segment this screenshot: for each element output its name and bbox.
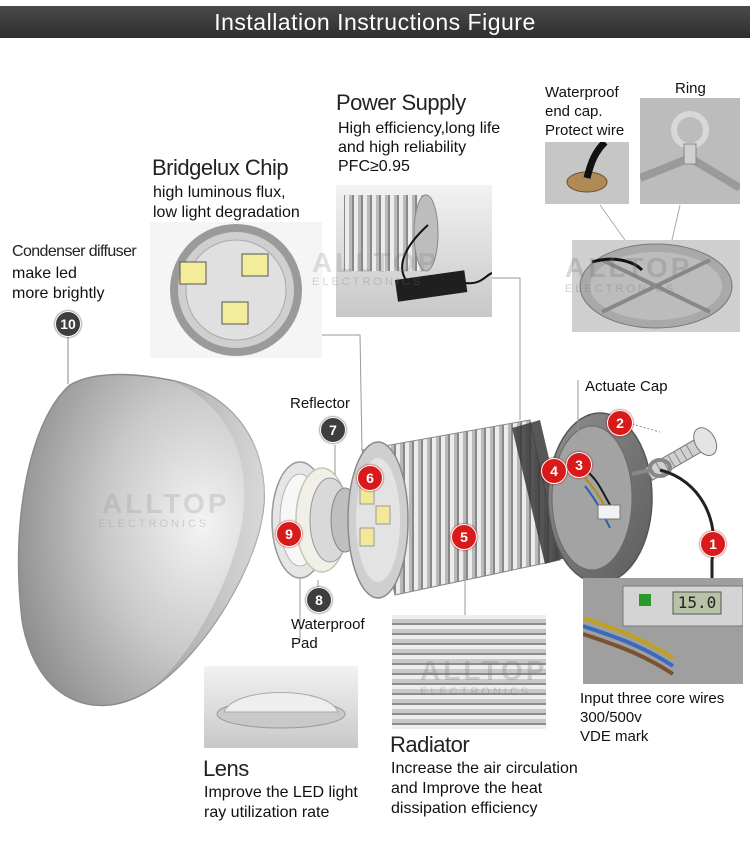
watermark-brand-2: ALLTOP [565,252,693,283]
lens-heading: Lens [203,756,249,781]
lens-line-1: Improve the LED light [204,784,358,801]
chip-line-2: low light degradation [153,204,300,221]
bridgelux-chip-photo [150,222,322,358]
badge-2: 2 [607,410,633,436]
power-supply-line-1: High efficiency,long life [338,120,501,137]
power-supply-heading: Power Supply [336,90,466,115]
power-supply-line-2: and high reliability [338,139,467,156]
endcap-line-2: end cap. [545,103,603,120]
badge-8: 8 [306,587,332,613]
badge-1: 1 [700,531,726,557]
caliper-reading: 15.0 [677,593,717,612]
endcap-line-3: Protect wire [545,122,625,139]
watermark-sub-4: ELECTRONICS [312,276,424,288]
waterproof-pad-line-1: Waterproof [291,616,365,633]
radiator-line-2: and Improve the heat [391,780,543,797]
watermark-sub-3: ELECTRONICS [420,686,532,698]
wires-line-2: 300/500v [580,709,642,726]
radiator-line-1: Increase the air circulation [391,760,578,777]
diffuser-line-1: make led [12,265,77,282]
badge-7: 7 [320,417,346,443]
badge-10: 10 [55,311,81,337]
badge-4: 4 [541,458,567,484]
title-bar [0,6,750,38]
diffuser-heading: Condenser diffuser [12,243,137,260]
lens-line-2: ray utilization rate [204,804,330,821]
chip-heading: Bridgelux Chip [152,155,289,180]
diffuser-line-2: more brightly [12,285,105,302]
power-supply-line-3: PFC≥0.95 [338,158,410,175]
endcap-line-1: Waterproof [545,84,619,101]
watermark-brand-3: ALLTOP [420,655,548,686]
watermark-brand-4: ALLTOP [312,247,440,278]
lens-photo [204,666,358,748]
badge-3: 3 [566,452,592,478]
badge-5: 5 [451,524,477,550]
badge-6: 6 [357,465,383,491]
actuate-cap-heading: Actuate Cap [585,378,668,395]
title-banner: Installation Instructions Figure [0,0,750,44]
waterproof-pad-line-2: Pad [291,635,318,652]
wires-line-3: VDE mark [580,728,649,745]
badge-9: 9 [276,521,302,547]
chip-line-1: high luminous flux, [153,184,286,201]
watermark-sub-1: ELECTRONICS [98,518,210,530]
power-supply-photo [336,185,492,317]
wires-caliper-photo: 15.0 [583,578,743,684]
radiator-heading: Radiator [390,732,470,757]
radiator-photo [392,615,546,729]
watermark-brand-1: ALLTOP [102,488,230,519]
radiator-line-3: dissipation efficiency [391,800,538,817]
ring-photo [640,98,740,204]
wires-line-1: Input three core wires [580,690,725,707]
end-cap-photo [545,142,629,204]
page-title: Installation Instructions Figure [214,9,536,35]
watermark-sub-2: ELECTRONICS [565,283,677,295]
actuate-cap-photo [572,240,740,332]
ring-heading: Ring [675,80,706,97]
reflector-heading: Reflector [290,395,351,412]
